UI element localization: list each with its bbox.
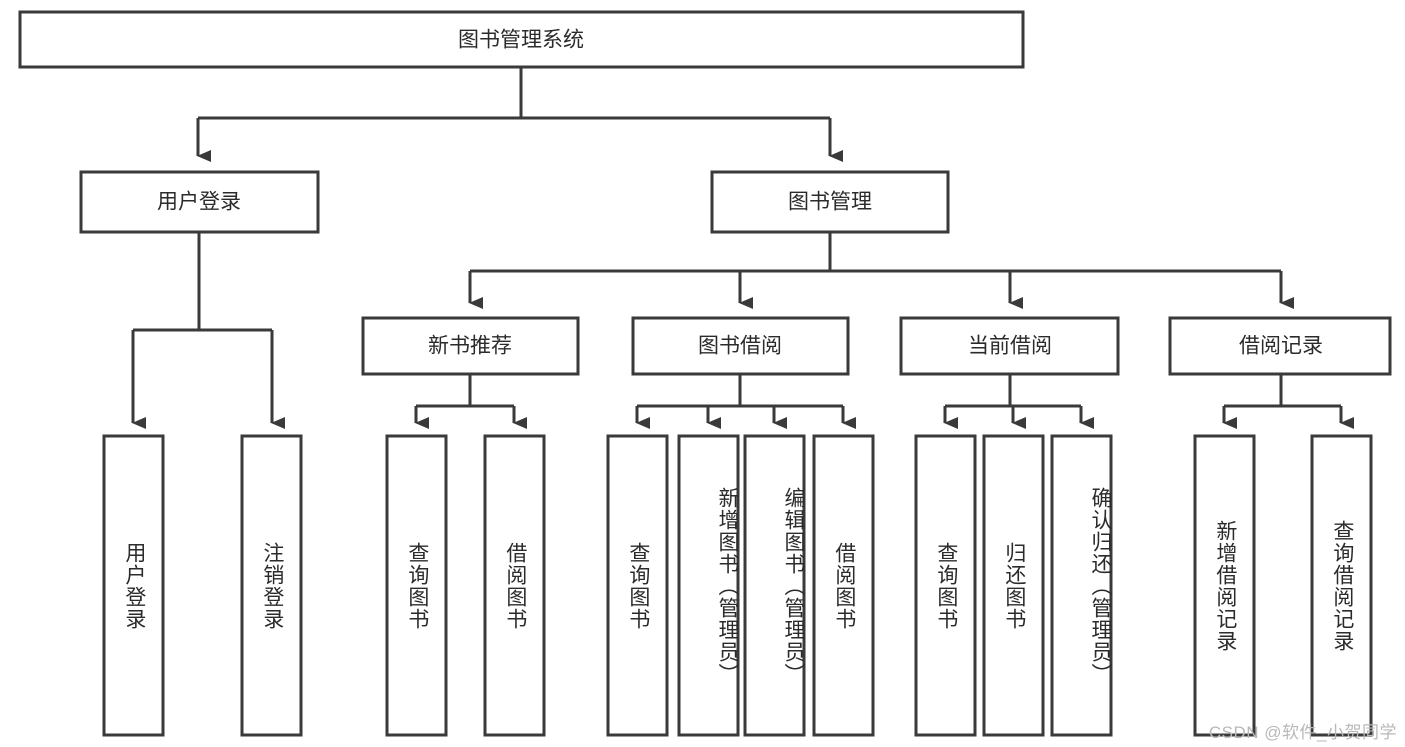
- node-user-login[interactable]: 用户登录: [79, 170, 320, 234]
- leaf-box-add-book[interactable]: [677, 434, 740, 737]
- leaf-box-borrow-book-1[interactable]: [483, 434, 546, 737]
- leaf-box-query-book-1[interactable]: [385, 434, 448, 737]
- leaf-box-logout-login[interactable]: [240, 434, 303, 737]
- node-current-borrow-box: [899, 316, 1120, 376]
- connector-book-borrow-to-leaves: [635, 374, 856, 429]
- leaf-box-borrow-book-2[interactable]: [812, 434, 875, 737]
- node-new-book-recommend-box: [361, 316, 580, 376]
- leaf-box-query-book-3[interactable]: [914, 434, 977, 737]
- node-root-label: 图书管理系统: [458, 29, 584, 52]
- leaf-box-confirm-return[interactable]: [1050, 434, 1113, 737]
- node-new-book-recommend[interactable]: 新书推荐: [361, 316, 580, 376]
- connector-user-login-to-leaves: [131, 232, 285, 429]
- connector-current-borrow-to-leaves: [943, 374, 1094, 429]
- connector-borrow-record-to-leaves: [1222, 374, 1354, 429]
- leaf-box-add-record[interactable]: [1193, 434, 1256, 737]
- leaf-box-edit-book[interactable]: [743, 434, 806, 737]
- node-root-box: [18, 10, 1025, 69]
- leaf-boxes: [102, 434, 1373, 737]
- node-book-borrow[interactable]: 图书借阅: [631, 316, 850, 376]
- leaf-box-query-book-2[interactable]: [606, 434, 669, 737]
- node-root[interactable]: 图书管理系统: [18, 10, 1025, 69]
- node-borrow-record-label: 借阅记录: [1239, 335, 1323, 358]
- watermark-label: CSDN @软件_小贺同学: [1208, 723, 1397, 742]
- node-user-login-box: [79, 170, 320, 234]
- connector-new-book-recommend-to-leaves: [414, 374, 527, 429]
- node-current-borrow-label: 当前借阅: [968, 335, 1052, 358]
- leaf-box-user-login[interactable]: [102, 434, 165, 737]
- node-user-login-label: 用户登录: [157, 191, 241, 214]
- leaf-box-return-book[interactable]: [982, 434, 1045, 737]
- node-book-management[interactable]: 图书管理: [710, 170, 950, 234]
- node-new-book-recommend-label: 新书推荐: [428, 335, 512, 358]
- connector-book-management-to-level2: [468, 232, 1294, 309]
- node-book-management-label: 图书管理: [788, 191, 872, 214]
- node-borrow-record[interactable]: 借阅记录: [1168, 316, 1392, 376]
- node-book-borrow-label: 图书借阅: [698, 335, 782, 358]
- connector-root-to-level1: [196, 67, 843, 162]
- leaf-box-query-record[interactable]: [1310, 434, 1373, 737]
- node-current-borrow[interactable]: 当前借阅: [899, 316, 1120, 376]
